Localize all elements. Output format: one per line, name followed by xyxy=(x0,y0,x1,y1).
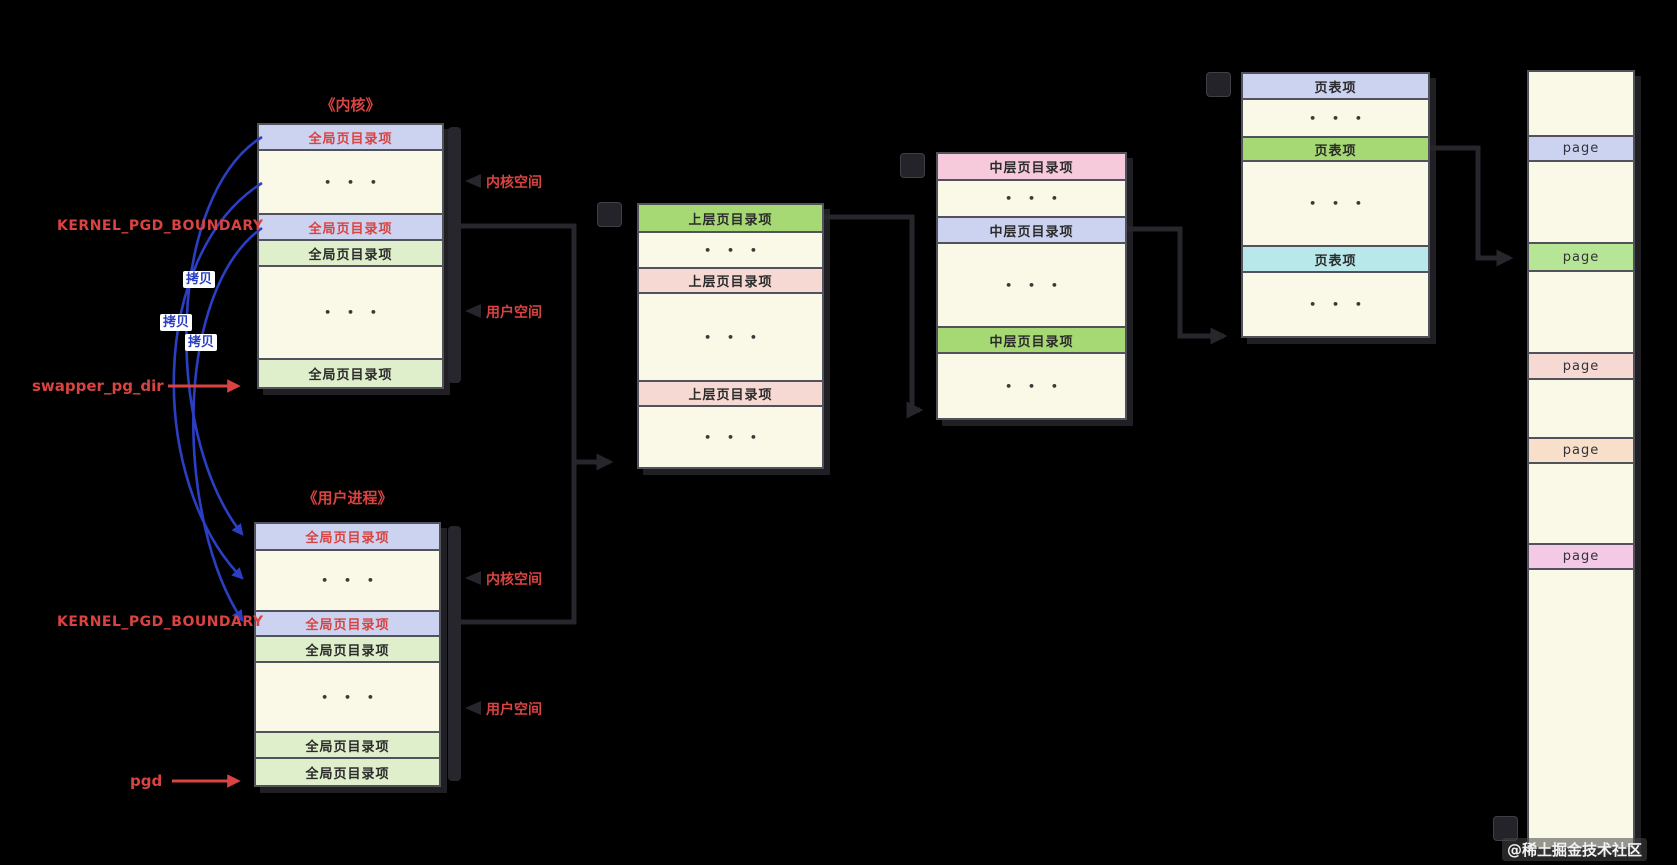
pud-to-pmd-connector xyxy=(824,214,924,419)
kernel-space-label-top: 内核空间 xyxy=(486,175,542,191)
pmd-table-row-4: • • • xyxy=(938,244,1125,328)
pud-chip-icon xyxy=(597,202,622,227)
kernel-table-row-5: • • • xyxy=(259,267,442,360)
kernel-space-pointer2-icon xyxy=(465,571,481,585)
process-pgd-table: 全局页目录项• • •全局页目录项全局页目录项• • •全局页目录项全局页目录项 xyxy=(254,522,441,787)
page-column-row-3 xyxy=(1529,162,1633,244)
kernel-table-row-3: 全局页目录项 xyxy=(259,215,442,241)
pte-table-row-1: 页表项 xyxy=(1243,74,1428,100)
page-column-row-1 xyxy=(1529,72,1633,137)
page-column-row-7 xyxy=(1529,380,1633,439)
page-column-row-5 xyxy=(1529,272,1633,354)
pte-to-page-connector xyxy=(1430,145,1514,267)
kernel-table-title: 《内核》 xyxy=(320,96,381,114)
pud-table-row-1: 上层页目录项 xyxy=(639,205,822,233)
copy-label-3: 拷贝 xyxy=(185,334,218,351)
pte-table: 页表项• • •页表项• • •页表项• • • xyxy=(1241,72,1430,338)
page-column-row-10: page xyxy=(1529,545,1633,570)
copy-label-1: 拷贝 xyxy=(183,271,216,288)
process-table-row-7: 全局页目录项 xyxy=(256,759,439,785)
pmd-table: 中层页目录项• • •中层页目录项• • •中层页目录项• • • xyxy=(936,152,1127,420)
pmd-to-pte-connector xyxy=(1127,226,1228,345)
user-space-label-bottom: 用户空间 xyxy=(486,702,542,718)
kernel-table-row-2: • • • xyxy=(259,151,442,215)
process-table-bracket-bar xyxy=(448,526,461,781)
kernel-pgd-to-pud-connector xyxy=(461,223,614,471)
kernel-space-pointer-icon xyxy=(465,174,481,188)
process-pgd-to-pud-connector xyxy=(461,462,577,625)
pte-table-row-4: • • • xyxy=(1243,162,1428,247)
page-column-row-11 xyxy=(1529,570,1633,847)
kernel-table-bracket-bar xyxy=(448,127,461,383)
pud-table: 上层页目录项• • •上层页目录项• • •上层页目录项• • • xyxy=(637,203,824,469)
pmd-table-row-5: 中层页目录项 xyxy=(938,328,1125,354)
process-table-row-1: 全局页目录项 xyxy=(256,524,439,551)
page-column-row-2: page xyxy=(1529,137,1633,162)
pud-table-row-2: • • • xyxy=(639,233,822,269)
process-table-row-5: • • • xyxy=(256,663,439,733)
pmd-chip-icon xyxy=(900,153,925,178)
kernel-pgd-boundary-label-top: KERNEL_PGD_BOUNDARY xyxy=(57,218,264,234)
kernel-pgd-boundary-label-bottom: KERNEL_PGD_BOUNDARY xyxy=(57,614,264,630)
kernel-space-label-bottom: 内核空间 xyxy=(486,572,542,588)
page-column-row-8: page xyxy=(1529,439,1633,464)
user-space-pointer-icon xyxy=(465,304,481,318)
pud-table-row-6: • • • xyxy=(704,430,757,444)
process-table-row-4: 全局页目录项 xyxy=(256,637,439,663)
page-column-row-4: page xyxy=(1529,244,1633,272)
process-table-row-3: 全局页目录项 xyxy=(256,612,439,637)
swapper-pg-dir-label: swapper_pg_dir xyxy=(32,377,164,395)
page-column-row-6: page xyxy=(1529,354,1633,380)
pud-table-row-4: • • • xyxy=(639,294,822,382)
copy-curve-2 xyxy=(172,181,263,580)
pud-table-row-3: 上层页目录项 xyxy=(639,269,822,294)
kernel-table-row-4: 全局页目录项 xyxy=(259,241,442,267)
copy-label-2: 拷贝 xyxy=(160,314,193,331)
pmd-table-row-1: 中层页目录项 xyxy=(938,154,1125,181)
pmd-table-row-6: • • • xyxy=(1005,379,1058,393)
kernel-table-row-6: 全局页目录项 xyxy=(259,360,442,387)
watermark: @稀土掘金技术社区 xyxy=(1502,838,1648,861)
pte-table-row-5: 页表项 xyxy=(1243,247,1428,273)
pmd-table-row-2: • • • xyxy=(938,181,1125,218)
user-space-label-top: 用户空间 xyxy=(486,305,542,321)
pmd-table-row-3: 中层页目录项 xyxy=(938,218,1125,244)
physical-page-column: page page page page page xyxy=(1527,70,1635,849)
pgd-label: pgd xyxy=(130,772,163,790)
pud-table-row-5: 上层页目录项 xyxy=(639,382,822,407)
process-table-title: 《用户进程》 xyxy=(302,489,393,507)
pte-table-row-6: • • • xyxy=(1309,298,1362,311)
pte-table-row-2: • • • xyxy=(1243,100,1428,138)
kernel-table-row-1: 全局页目录项 xyxy=(259,125,442,151)
process-table-row-2: • • • xyxy=(256,551,439,612)
page-column-row-9 xyxy=(1529,464,1633,545)
pte-chip-icon xyxy=(1206,72,1231,97)
user-space-pointer2-icon xyxy=(465,701,481,715)
kernel-pgd-table: 全局页目录项• • •全局页目录项全局页目录项• • •全局页目录项 xyxy=(257,123,444,389)
process-table-row-6: 全局页目录项 xyxy=(256,733,439,759)
pte-table-row-3: 页表项 xyxy=(1243,138,1428,162)
